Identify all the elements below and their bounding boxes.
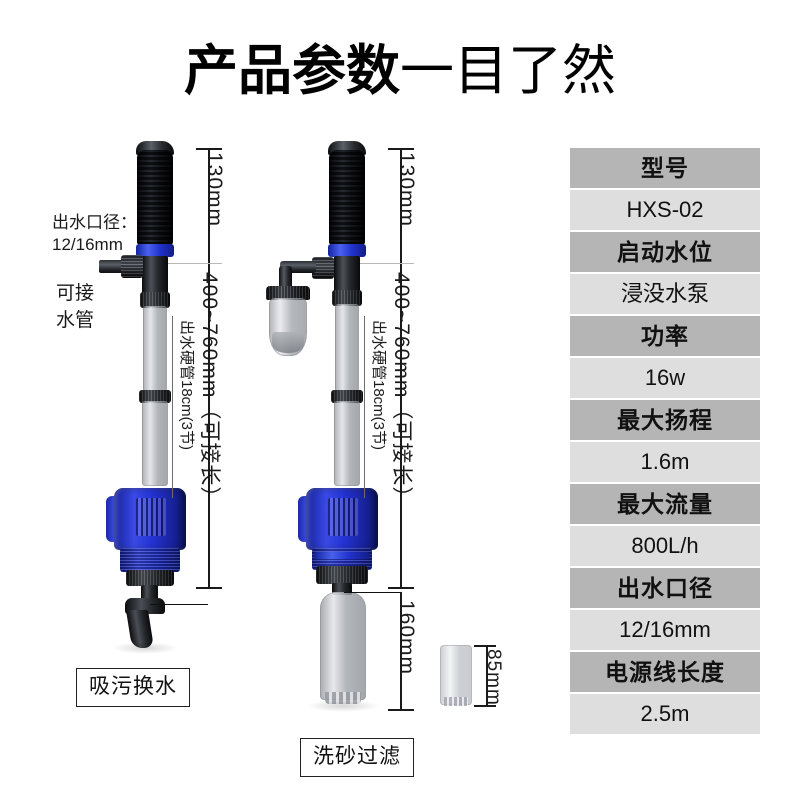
hose-blue-ring-2 <box>328 244 366 257</box>
left-inner-note-text: 出水硬管18cm(3节) <box>178 320 195 451</box>
elbow-nut <box>312 257 334 279</box>
right-dim-tick-top <box>388 148 414 150</box>
spec-head-2: 功率 <box>570 316 760 356</box>
accessory-dim-tick-bottom <box>474 705 496 707</box>
right-dim-tick-mid <box>388 587 414 589</box>
sand-filter-tube <box>320 592 366 700</box>
hose-blue-ring <box>136 244 174 257</box>
extension-tube-2-right <box>334 401 360 486</box>
filter-cup-cap <box>266 286 310 300</box>
left-dim-tick-bottom <box>196 587 222 589</box>
spec-head-6: 电源线长度 <box>570 652 760 692</box>
spec-value-5: 12/16mm <box>570 610 760 650</box>
outlet-diameter-label-1: 出水口径： <box>52 213 137 232</box>
extension-tube-2 <box>142 401 168 486</box>
flexible-hose <box>137 150 173 245</box>
right-dim-spine <box>400 148 402 588</box>
right-inner-note-line <box>364 316 366 498</box>
rigid-tube-upper-2 <box>334 256 360 292</box>
right-dim-130mm: 130mm <box>395 152 418 228</box>
extension-tube-1 <box>143 306 167 392</box>
sandtube-collar <box>316 566 368 584</box>
motor-blue-ring-right <box>314 552 370 559</box>
accessory-cylinder-foot <box>444 697 468 706</box>
page-title: 产品参数一目了然 <box>0 40 800 102</box>
right-sandtube-leader-line <box>344 592 400 594</box>
motor-housing <box>114 488 186 550</box>
left-inner-note-line <box>172 316 174 498</box>
right-inner-note-text: 出水硬管18cm(3节) <box>370 320 387 451</box>
filter-cup-sponge <box>272 332 304 353</box>
accessory-cylinder <box>440 645 472 705</box>
hose-barb-nut <box>121 255 143 278</box>
accessory-dim-spine <box>486 645 488 706</box>
spec-value-6: 2.5m <box>570 694 760 734</box>
left-pump-shadow <box>112 642 178 654</box>
left-dim-divider-130 <box>168 263 222 264</box>
left-dim-spine <box>208 148 210 588</box>
extension-tube-1-right <box>335 304 359 392</box>
tube-collar-2 <box>139 390 171 403</box>
left-pump-caption: 吸污换水 <box>76 668 190 707</box>
accessory-dim-85mm: 85mm <box>483 649 504 706</box>
right-dim-160-spine <box>400 592 402 710</box>
spec-value-0: HXS-02 <box>570 190 760 230</box>
right-dim-160mm: 160mm <box>395 600 418 676</box>
spec-head-5: 出水口径 <box>570 568 760 608</box>
left-dim-400-760mm: 400~760mm（可接长） <box>198 272 221 509</box>
elbow-vertical <box>279 266 292 290</box>
motor-vents-right <box>328 498 358 536</box>
right-pump-shadow <box>306 700 380 712</box>
spec-value-4: 800L/h <box>570 526 760 566</box>
connect-hose-label-2: 水管 <box>56 310 95 331</box>
right-dim-400-760mm: 400~760mm（可接长） <box>390 272 413 509</box>
left-dim-130mm: 130mm <box>203 152 226 228</box>
tube-collar-1-right <box>332 290 362 306</box>
rigid-tube-upper <box>142 256 168 294</box>
spec-value-2: 16w <box>570 358 760 398</box>
spec-table: 型号 HXS-02 启动水位 浸没水泵 功率 16w 最大扬程 1.6m 最大流… <box>570 148 760 736</box>
spec-value-3: 1.6m <box>570 442 760 482</box>
right-dim-divider-130 <box>360 263 414 264</box>
left-nozzle-leader-line <box>150 604 208 606</box>
spec-head-1: 启动水位 <box>570 232 760 272</box>
outlet-diameter-label-2: 12/16mm <box>52 235 123 254</box>
tube-collar-2-right <box>331 390 363 403</box>
tube-collar-1 <box>140 292 170 308</box>
left-dim-tick-top <box>196 148 222 150</box>
page-title-strong: 产品参数 <box>184 41 400 101</box>
motor-housing-right <box>306 488 378 550</box>
motor-base <box>120 548 180 572</box>
accessory-dim-tick-top <box>474 645 496 647</box>
sand-filter-foot <box>325 692 361 704</box>
flexible-hose-2 <box>329 150 365 245</box>
spec-head-0: 型号 <box>570 148 760 188</box>
hose-barb <box>99 260 123 273</box>
spec-head-4: 最大流量 <box>570 484 760 524</box>
page-title-light: 一目了然 <box>400 41 616 101</box>
right-dim-tick-bottom <box>388 709 414 711</box>
spec-value-1: 浸没水泵 <box>570 274 760 314</box>
right-pump-caption: 洗砂过滤 <box>300 738 414 777</box>
motor-vents <box>136 498 166 536</box>
motor-outlet-collar <box>126 570 174 586</box>
spec-head-3: 最大扬程 <box>570 400 760 440</box>
connect-hose-label-1: 可接 <box>56 283 95 304</box>
